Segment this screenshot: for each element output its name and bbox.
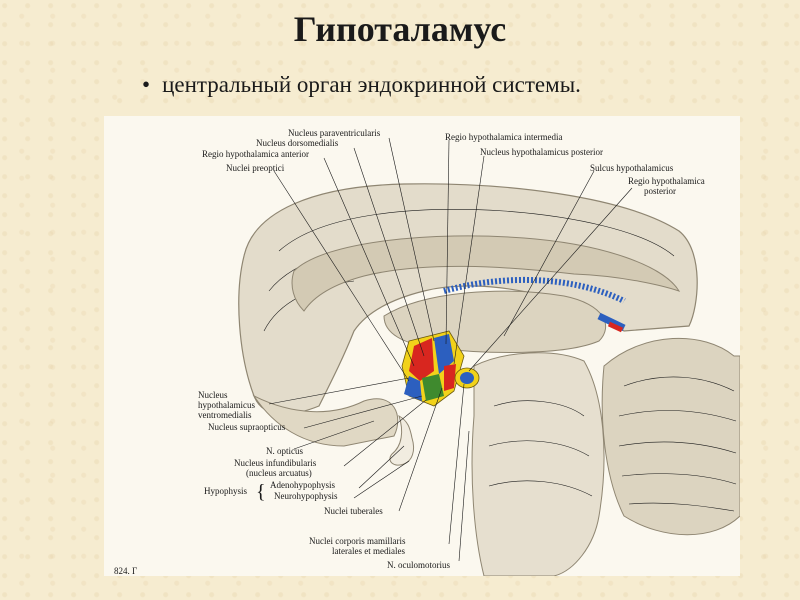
cerebellum [601,337,740,536]
corpus-callosum [291,235,681,312]
hypothalamus-nuclei [401,330,480,407]
label-adenohypophysis: Adenohypophysis [270,480,335,490]
label-tuberales: Nuclei tuberales [324,506,383,516]
label-paraventricularis: Nucleus paraventricularis [288,128,381,138]
svg-text:{: { [256,481,266,503]
label-supraopticus: Nucleus supraopticus [208,422,286,432]
label-oculomotorius: N. oculomotorius [387,560,450,570]
label-dorsomedialis: Nucleus dorsomedialis [256,138,339,148]
label-mamillaris-1: Nuclei corporis mamillaris [309,536,406,546]
brainstem [471,352,605,576]
slide-title: Гипоталамус [293,9,507,49]
label-ventromedialis-3: ventromedialis [198,410,252,420]
label-hypothalamicus-posterior: Nucleus hypothalamicus posterior [480,147,603,157]
label-ventromedialis-1: Nucleus [198,390,228,400]
label-mamillaris-2: laterales et mediales [332,546,405,556]
label-infundibularis-2: (nucleus arcuatus) [246,468,312,478]
bullet-item: • центральный орган эндокринной системы. [142,72,581,98]
label-infundibularis-1: Nucleus infundibularis [234,458,317,468]
bullet-dot: • [142,72,151,97]
figure-caption: 824. Г [114,566,137,576]
label-sulcus: Sulcus hypothalamicus [590,163,674,173]
hypophysis-shape [389,414,415,466]
bullet-text: центральный орган эндокринной системы. [162,72,581,97]
label-hypothalamica-posterior-2: posterior [644,186,676,196]
label-hypothalamica-posterior-1: Regio hypothalamica [628,176,705,186]
label-hypophysis: Hypophysis [204,486,248,496]
label-hypothalamica-intermedia: Regio hypothalamica intermedia [445,132,562,142]
label-preoptici: Nuclei preoptici [226,163,285,173]
label-opticus: N. opticus [266,446,303,456]
label-neurohypophysis: Neurohypophysis [274,491,338,501]
label-hypothalamica-anterior: Regio hypothalamica anterior [202,149,309,159]
hypothalamus-diagram: Nucleus paraventricularis Nucleus dorsom… [104,116,740,576]
brain-sagittal-illustration: Nucleus paraventricularis Nucleus dorsom… [114,128,740,576]
label-ventromedialis-2: hypothalamicus [198,400,255,410]
